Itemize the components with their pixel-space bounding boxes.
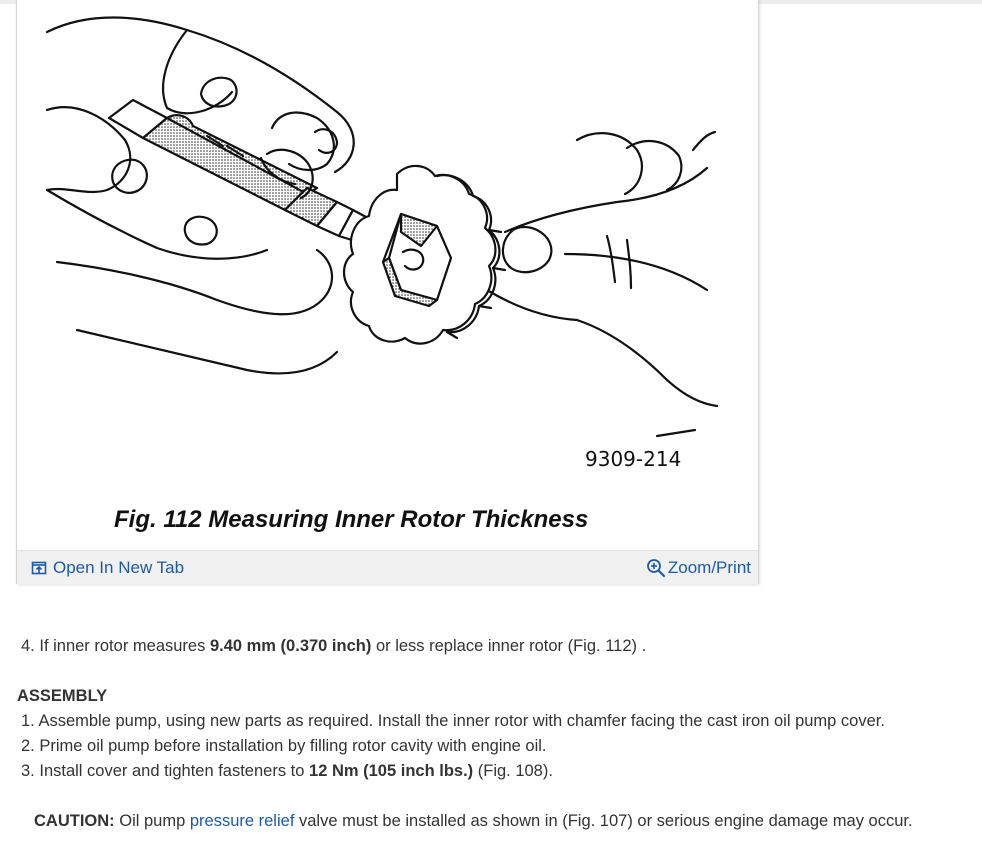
- step-number: 1.: [21, 712, 35, 730]
- procedure-step-4: 4. If inner rotor measures 9.40 mm (0.37…: [21, 634, 646, 659]
- figure-caption: Fig. 112 Measuring Inner Rotor Thickness: [114, 506, 588, 533]
- step-number: 2.: [21, 737, 35, 755]
- step-text-end: or less replace inner rotor (Fig. 112) .: [371, 637, 647, 655]
- step-number: 3.: [21, 762, 35, 780]
- step-spec-value: 9.40 mm (0.370 inch): [209, 637, 372, 655]
- step-text: Prime oil pump before installation by fi…: [39, 737, 547, 755]
- pressure-relief-link[interactable]: pressure relief: [189, 812, 295, 830]
- caution-text: Oil pump: [114, 812, 190, 830]
- open-in-new-tab-link[interactable]: Open In New Tab: [31, 557, 184, 579]
- caution-label: CAUTION:: [34, 812, 115, 830]
- step-spec-value: 12 Nm (105 inch lbs.): [309, 762, 474, 780]
- step-text: If inner rotor measures: [39, 637, 210, 655]
- figure-image-code: 9309-214: [585, 447, 681, 471]
- assembly-step-1: 1. Assemble pump, using new parts as req…: [21, 709, 885, 734]
- zoom-print-link[interactable]: Zoom/Print: [646, 557, 751, 579]
- figure-panel: 9309-214 Fig. 112 Measuring Inner Rotor …: [16, 0, 759, 584]
- step-text: Assemble pump, using new parts as requir…: [38, 712, 885, 730]
- open-new-tab-icon: [31, 561, 47, 575]
- caution-text-end: valve must be installed as shown in (Fig…: [294, 812, 913, 830]
- step-number: 4.: [21, 637, 35, 655]
- caution-note: CAUTION: Oil pump pressure relief valve …: [34, 809, 913, 834]
- assembly-step-3: 3. Install cover and tighten fasteners t…: [21, 759, 553, 784]
- step-text: Install cover and tighten fasteners to: [39, 762, 310, 780]
- assembly-step-2: 2. Prime oil pump before installation by…: [21, 734, 547, 759]
- open-in-new-tab-label: Open In New Tab: [53, 558, 185, 577]
- section-heading-assembly: ASSEMBLY: [17, 687, 108, 705]
- zoom-print-label: Zoom/Print: [667, 558, 751, 577]
- figure-illustration: 9309-214 Fig. 112 Measuring Inner Rotor …: [45, 16, 719, 533]
- figure-toolbar: Open In New Tab Zoom/Print: [17, 550, 758, 584]
- magnifier-plus-icon: [646, 559, 665, 578]
- step-text-end: (Fig. 108).: [473, 762, 553, 780]
